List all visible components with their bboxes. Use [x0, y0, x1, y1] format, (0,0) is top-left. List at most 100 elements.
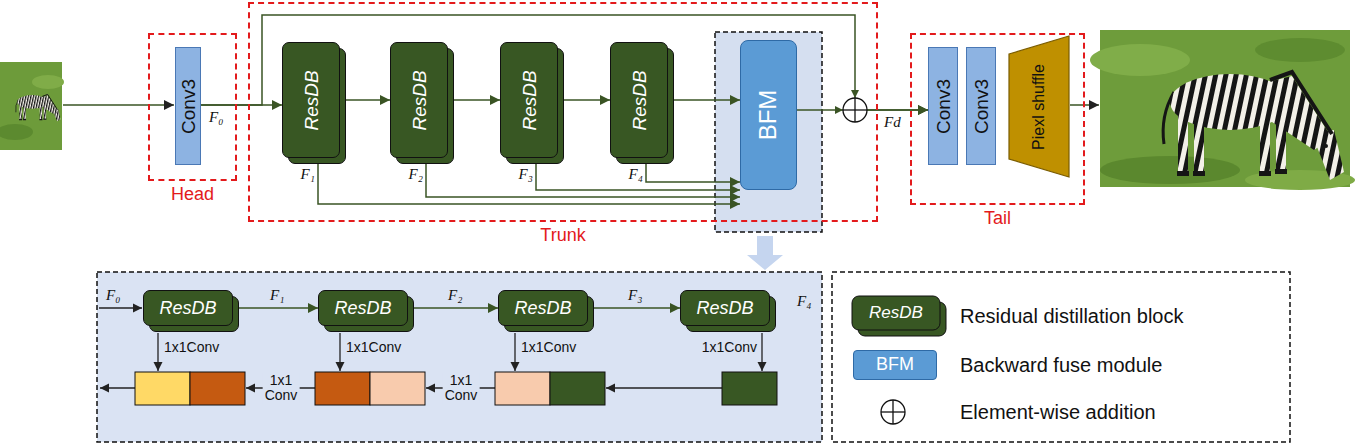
feature-label: F₁ — [301, 166, 315, 183]
feature-squares — [135, 372, 777, 405]
node-label: ResDB — [334, 299, 391, 317]
connector-arrow — [448, 99, 500, 101]
conv-box: Conv3 — [175, 47, 201, 165]
pixel-shuffle-trapezoid: Piexl shuffle — [1008, 35, 1070, 178]
feature-label: F₄ — [629, 166, 643, 183]
node-label: ResDB — [159, 299, 216, 317]
figure-part — [1163, 72, 1344, 180]
node-label: ResDB — [696, 299, 753, 317]
arrow-head — [851, 90, 859, 98]
figure-part — [550, 372, 605, 405]
legend-resdb-icon — [852, 296, 946, 336]
figure-part — [315, 372, 370, 405]
figure-part — [100, 387, 135, 388]
conv-label: 1x1 Conv — [263, 373, 300, 404]
detail-panel — [97, 272, 822, 442]
arrow-head — [835, 106, 843, 114]
connector-arrow — [588, 307, 680, 309]
figure-part — [514, 333, 515, 371]
feature-label: F₂ — [409, 166, 423, 183]
connector-arrow — [668, 99, 740, 101]
connector-arrow — [318, 158, 740, 204]
bfm-region — [715, 32, 822, 232]
node-label: BFM — [756, 90, 780, 141]
figure-part — [0, 124, 33, 140]
feature-label: Fd — [884, 114, 901, 131]
figure-part — [1100, 156, 1240, 184]
stage-region: ResDBResDBResDBResDBBFMTrunk — [248, 2, 878, 222]
conv-box: Conv3 — [928, 47, 958, 165]
figure-part — [852, 296, 940, 330]
residual-block: ResDB — [143, 290, 233, 326]
figure-part — [32, 75, 64, 89]
conv-label: 1x1 Conv — [443, 373, 480, 404]
figure-part — [854, 98, 855, 122]
node-label: ResDB — [630, 70, 649, 130]
feature-label: F₀ — [209, 109, 223, 126]
conv-label: 1x1Conv — [346, 340, 401, 355]
stage-region: Conv3Conv3Piexl shuffleTail — [910, 33, 1085, 205]
node-label: Conv3 — [934, 79, 953, 134]
node-label: ResDB — [410, 70, 429, 130]
figure-part — [495, 372, 550, 405]
conv-label: 1x1Conv — [702, 340, 757, 355]
figure-part — [606, 387, 722, 388]
residual-block: ResDB — [610, 42, 668, 158]
residual-block: ResDB — [680, 290, 770, 326]
legend-sample-label: ResDB — [869, 304, 923, 323]
feature-label: F₃ — [519, 166, 533, 183]
figure-part — [722, 372, 777, 405]
conv-label: 1x1Conv — [164, 340, 219, 355]
legend-text: Element-wise addition — [960, 400, 1156, 424]
connector-arrow — [426, 158, 740, 197]
fuse-module-box: BFM — [740, 40, 797, 190]
conv-label: 1x1Conv — [521, 340, 576, 355]
figure-part — [1255, 38, 1345, 62]
region-title: Tail — [984, 209, 1011, 229]
node-label: Piexl shuffle — [1031, 64, 1047, 150]
figure-part — [761, 333, 762, 371]
node-label: Conv3 — [972, 79, 991, 134]
residual-block: ResDB — [390, 42, 448, 158]
figure-part — [339, 333, 340, 371]
legend-addition-symbol — [881, 400, 905, 424]
residual-block: ResDB — [500, 42, 558, 158]
figure-part — [1090, 44, 1190, 76]
output-image — [1090, 30, 1355, 190]
figure-part — [16, 94, 61, 121]
trapezoid-shape — [1009, 36, 1069, 177]
connector-arrow — [233, 307, 318, 309]
input-image — [0, 62, 64, 150]
feature-label: F₂ — [448, 287, 462, 304]
node-label: Conv3 — [179, 79, 198, 134]
node-label: ResDB — [302, 70, 321, 130]
region-title: Trunk — [540, 226, 585, 246]
residual-block: ResDB — [282, 42, 340, 158]
legend-panel — [832, 272, 1290, 442]
legend-text: Backward fuse module — [960, 353, 1162, 377]
residual-block: ResDB — [318, 290, 408, 326]
node-label: ResDB — [514, 299, 571, 317]
connector-arrow — [408, 307, 498, 309]
figure-part — [135, 372, 190, 405]
connector-arrow — [340, 99, 390, 101]
expand-arrow — [747, 236, 783, 270]
stage-region: Conv3Head — [148, 33, 237, 181]
connector-arrow — [558, 99, 610, 101]
feature-label: F₄ — [797, 293, 811, 310]
feature-label: F₁ — [270, 287, 284, 304]
legend-sample-label: BFM — [876, 355, 914, 375]
addition-symbol — [843, 98, 867, 122]
figure-part — [190, 372, 245, 405]
figure-part — [881, 400, 905, 424]
conv-box: Conv3 — [966, 47, 996, 165]
figure-part — [157, 333, 158, 371]
figure-part — [892, 400, 893, 424]
feature-label: F₃ — [628, 287, 642, 304]
feature-label: F₀ — [106, 287, 120, 304]
